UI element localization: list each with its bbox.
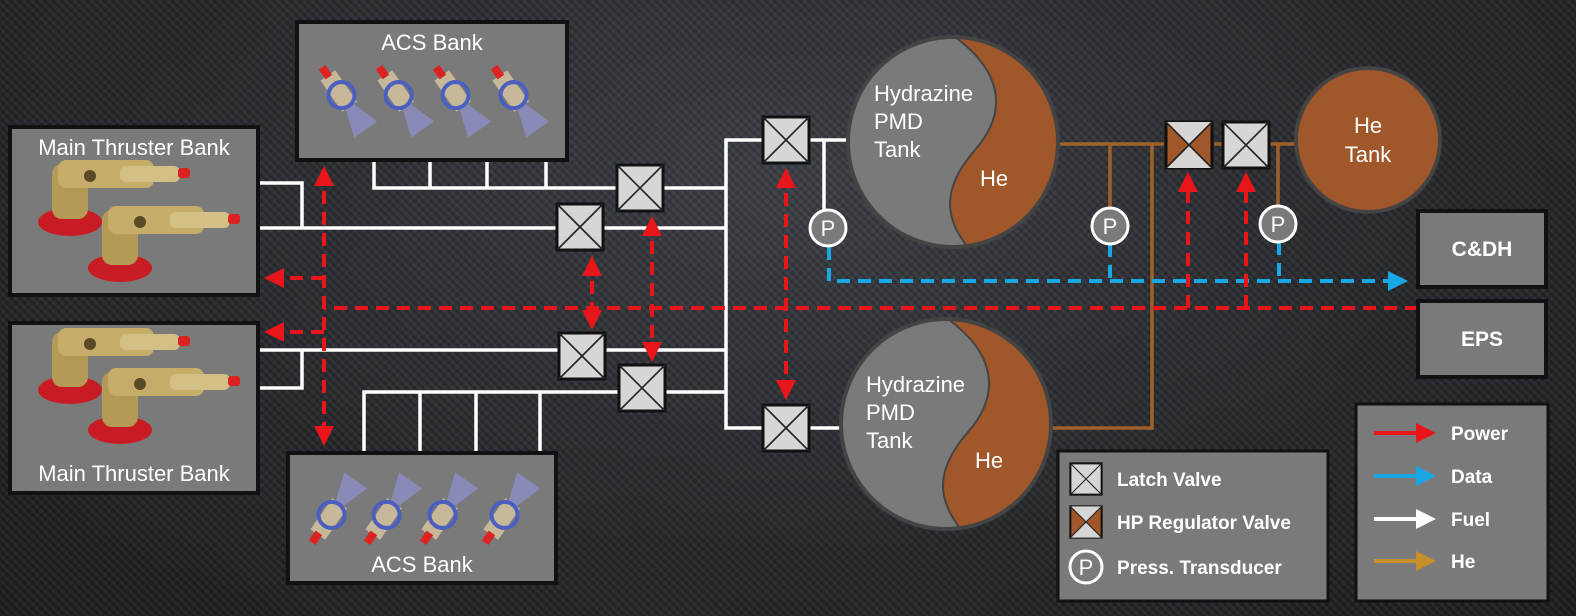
he-tank: He Tank (1294, 66, 1442, 214)
helium-lines (1046, 142, 1298, 430)
hydrazine-tank-top: Hydrazine PMD Tank He (846, 35, 1060, 249)
fuel-lines (260, 138, 850, 458)
hp-regulator-valve-icon (1069, 505, 1103, 539)
hydrazine-tank-bottom: Hydrazine PMD Tank He (839, 317, 1053, 531)
legend-he: He (1451, 552, 1475, 573)
latch-valve-icon (557, 331, 607, 381)
acs-bank-top: ACS Bank (295, 20, 569, 162)
latch-valve-icon (555, 202, 605, 252)
data-lines (827, 242, 1408, 291)
line-legend: Power Data Fuel He (1354, 402, 1550, 603)
power-lines (264, 166, 1418, 446)
main-thruster-bank-top-label: Main Thruster Bank (38, 135, 231, 160)
latch-valve-icon (1069, 462, 1103, 496)
svg-text:C&DH: C&DH (1452, 238, 1513, 261)
svg-text:Hydrazine: Hydrazine (866, 372, 965, 397)
legend-press-transducer: Press. Transducer (1117, 558, 1282, 579)
latch-valve-icon (761, 115, 811, 165)
svg-text:Tank: Tank (866, 428, 913, 453)
hp-regulator-valve-icon (1164, 120, 1214, 170)
latch-valve-icon (615, 163, 665, 213)
pressure-transducer-icon: P (1068, 549, 1104, 585)
tank-top-he-label: He (980, 166, 1008, 191)
legend-fuel: Fuel (1451, 510, 1490, 531)
pressure-transducer-icon: P (1090, 206, 1130, 246)
legend-latch-valve: Latch Valve (1117, 470, 1222, 491)
main-thruster-bank-top: Main Thruster Bank (8, 125, 260, 297)
svg-text:P: P (1271, 212, 1286, 237)
svg-text:He: He (1354, 113, 1382, 138)
latch-valve-icon (761, 403, 811, 453)
svg-text:P: P (1079, 555, 1094, 580)
svg-text:PMD: PMD (874, 109, 923, 134)
legend-data: Data (1451, 467, 1493, 488)
pressure-transducer-icon: P (1258, 204, 1298, 244)
svg-text:P: P (1103, 214, 1118, 239)
svg-text:PMD: PMD (866, 400, 915, 425)
svg-text:Tank: Tank (874, 137, 921, 162)
latch-valve-icon (1221, 120, 1271, 170)
eps-box: EPS (1416, 299, 1548, 379)
main-thruster-bank-bottom-label: Main Thruster Bank (38, 461, 231, 486)
svg-text:Hydrazine: Hydrazine (874, 81, 973, 106)
acs-bank-bottom: ACS Bank (286, 451, 558, 585)
acs-bank-top-label: ACS Bank (381, 30, 483, 55)
component-legend: Latch Valve HP Regulator Valve P Press. … (1056, 449, 1330, 603)
legend-power: Power (1451, 424, 1509, 445)
legend-hp-regulator-valve: HP Regulator Valve (1117, 513, 1291, 534)
svg-text:Tank: Tank (1345, 142, 1392, 167)
svg-text:EPS: EPS (1461, 328, 1503, 351)
main-thruster-bank-bottom: Main Thruster Bank (8, 321, 260, 495)
svg-text:P: P (821, 216, 836, 241)
tank-bottom-he-label: He (975, 448, 1003, 473)
pressure-transducer-icon: P (808, 208, 848, 248)
acs-bank-bottom-label: ACS Bank (371, 552, 473, 577)
latch-valve-icon (617, 363, 667, 413)
cdh-box: C&DH (1416, 209, 1548, 289)
